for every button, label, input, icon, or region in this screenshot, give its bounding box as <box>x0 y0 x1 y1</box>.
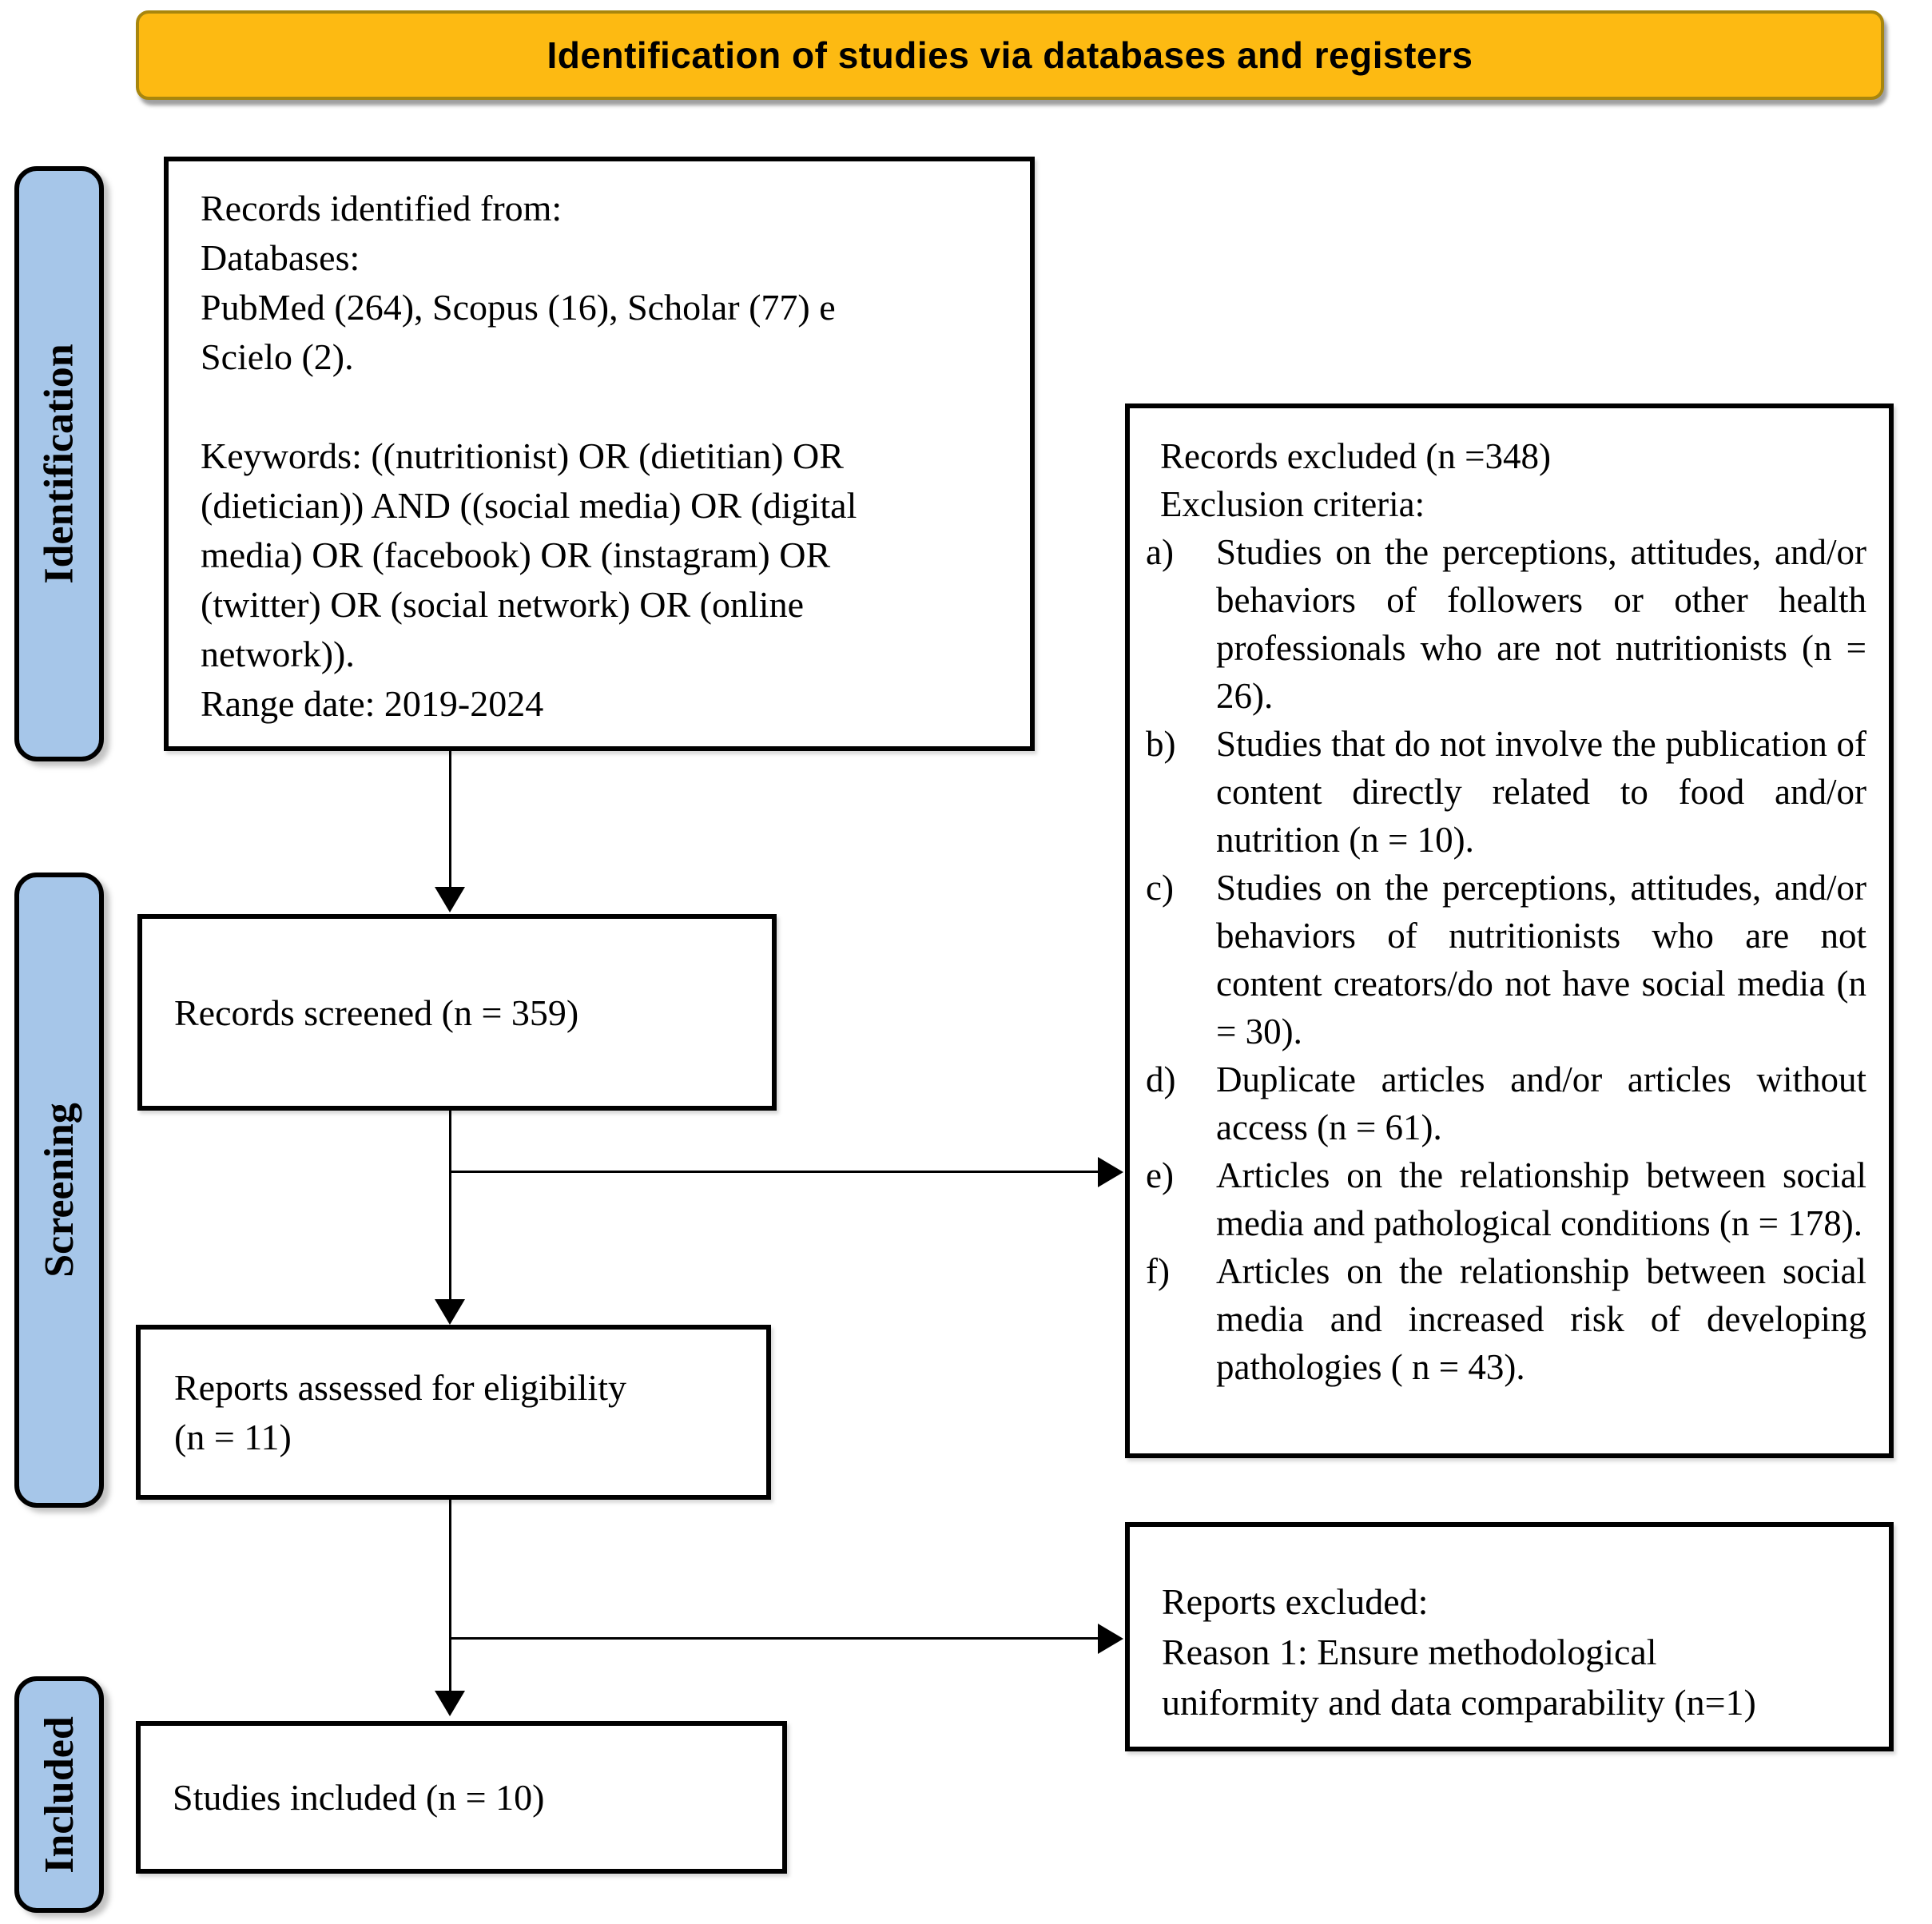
exclusion-item-text: Articles on the relationship between soc… <box>1216 1251 1866 1387</box>
arrow-screened-to-excluded-head-icon <box>1098 1157 1123 1187</box>
exclusion-criteria-subtitle: Exclusion criteria: <box>1160 484 1425 524</box>
arrow-assessed-to-reports-excluded-line <box>451 1637 1099 1640</box>
arrow-screened-to-assessed-head-icon <box>435 1299 465 1325</box>
exclusion-item-text: Duplicate articles and/or articles witho… <box>1216 1059 1866 1147</box>
stage-bar-included: Included <box>14 1676 104 1913</box>
reports-assessed-line: (n = 11) <box>174 1416 292 1457</box>
exclusion-item-a: a) Studies on the perceptions, attitudes… <box>1146 528 1866 720</box>
exclusion-item-e: e) Articles on the relationship between … <box>1146 1151 1866 1247</box>
records-identified-box: Records identified from: Databases: PubM… <box>164 157 1035 751</box>
identified-line: (dietician)) AND ((social media) OR (dig… <box>201 485 857 526</box>
exclusion-item-f: f) Articles on the relationship between … <box>1146 1247 1866 1391</box>
exclusion-item-marker: a) <box>1146 532 1174 572</box>
studies-included-text: Studies included (n = 10) <box>173 1777 545 1818</box>
reports-excluded-line: uniformity and data comparability (n=1) <box>1162 1682 1756 1723</box>
stage-label-included: Included <box>36 1715 82 1874</box>
exclusion-item-marker: e) <box>1146 1155 1174 1195</box>
identified-line: Records identified from: <box>201 188 563 229</box>
title-banner: Identification of studies via databases … <box>136 10 1884 100</box>
exclusion-item-text: Articles on the relationship between soc… <box>1216 1155 1866 1243</box>
arrow-assessed-to-included-head-icon <box>435 1691 465 1716</box>
reports-excluded-line: Reason 1: Ensure methodological <box>1162 1632 1657 1672</box>
exclusion-item-text: Studies on the perceptions, attitudes, a… <box>1216 532 1866 716</box>
exclusion-item-text: Studies that do not involve the publicat… <box>1216 724 1866 860</box>
identified-line: network)). <box>201 634 355 674</box>
arrow-assessed-to-reports-excluded-head-icon <box>1098 1624 1123 1654</box>
stage-bar-identification: Identification <box>14 166 104 761</box>
exclusion-item-d: d) Duplicate articles and/or articles wi… <box>1146 1055 1866 1151</box>
arrow-screened-to-excluded-line <box>451 1171 1099 1173</box>
identified-line: PubMed (264), Scopus (16), Scholar (77) … <box>201 287 836 328</box>
exclusion-item-text: Studies on the perceptions, attitudes, a… <box>1216 868 1866 1051</box>
exclusion-item-marker: c) <box>1146 868 1174 908</box>
records-excluded-box: Records excluded (n =348) Exclusion crit… <box>1125 403 1894 1458</box>
identified-line: Scielo (2). <box>201 336 354 377</box>
stage-bar-screening: Screening <box>14 873 104 1508</box>
arrow-identified-to-screened-head-icon <box>435 887 465 912</box>
reports-excluded-line: Reports excluded: <box>1162 1581 1429 1622</box>
stage-label-identification: Identification <box>36 344 82 584</box>
exclusion-item-marker: f) <box>1146 1251 1170 1291</box>
records-screened-box: Records screened (n = 359) <box>137 914 777 1111</box>
exclusion-item-b: b) Studies that do not involve the publi… <box>1146 720 1866 864</box>
stage-label-screening: Screening <box>36 1103 82 1278</box>
identified-line: Keywords: ((nutritionist) OR (dietitian)… <box>201 435 844 476</box>
identified-line: Range date: 2019-2024 <box>201 683 544 724</box>
reports-assessed-box: Reports assessed for eligibility (n = 11… <box>136 1325 771 1500</box>
identified-line: media) OR (facebook) OR (instagram) OR <box>201 535 831 575</box>
diagram-title: Identification of studies via databases … <box>547 34 1473 76</box>
reports-excluded-box: Reports excluded: Reason 1: Ensure metho… <box>1125 1522 1894 1751</box>
studies-included-box: Studies included (n = 10) <box>136 1721 787 1874</box>
arrow-screened-to-assessed-line <box>449 1111 451 1301</box>
exclusion-item-marker: b) <box>1146 724 1176 764</box>
exclusion-item-marker: d) <box>1146 1059 1176 1099</box>
reports-assessed-line: Reports assessed for eligibility <box>174 1366 626 1408</box>
records-screened-text: Records screened (n = 359) <box>174 992 579 1033</box>
identified-line: Databases: <box>201 237 360 278</box>
identified-line-spacer <box>201 382 1016 431</box>
exclusion-item-c: c) Studies on the perceptions, attitudes… <box>1146 864 1866 1055</box>
identified-line: (twitter) OR (social network) OR (online <box>201 584 804 625</box>
arrow-assessed-to-included-line <box>449 1500 451 1692</box>
arrow-identified-to-screened-line <box>449 751 451 888</box>
records-excluded-title: Records excluded (n =348) <box>1160 436 1551 476</box>
